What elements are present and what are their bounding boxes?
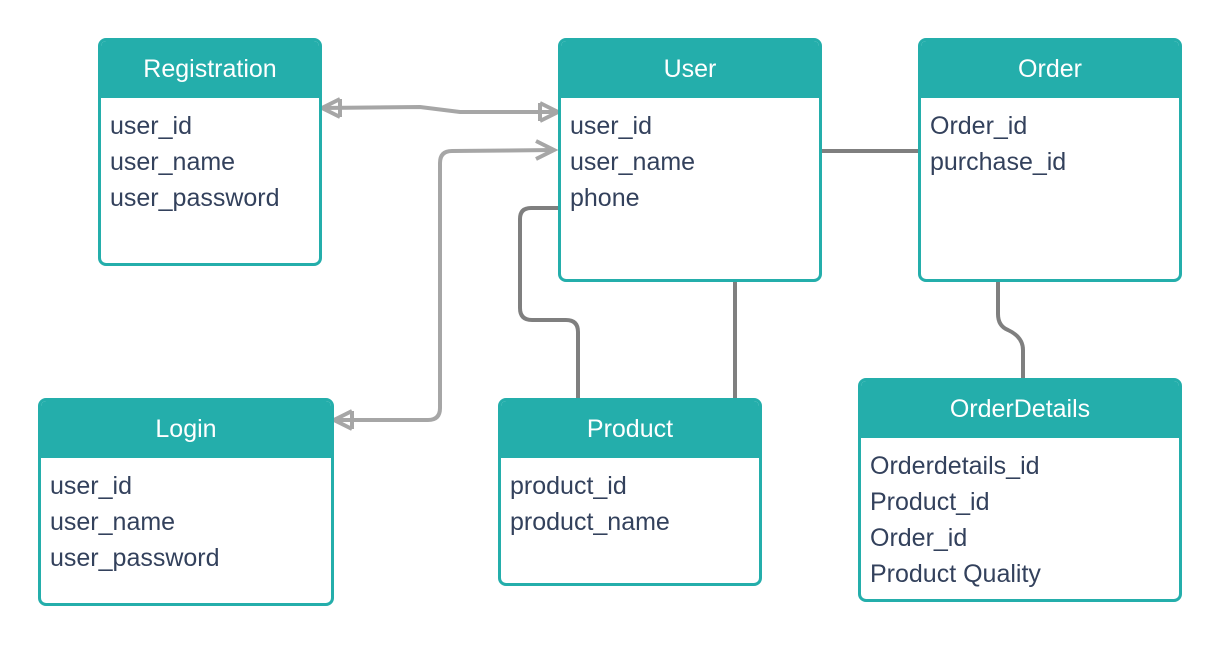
- entity-order: Order Order_id purchase_id: [918, 38, 1182, 282]
- entity-title: Product: [501, 401, 759, 458]
- crows-foot-login-end: [329, 409, 354, 431]
- crows-foot-user-end-2: [535, 139, 559, 161]
- field: user_name: [110, 148, 236, 176]
- field: user_id: [110, 112, 192, 140]
- entity-login: Login user_id user_name user_password: [38, 398, 334, 606]
- crows-foot-registration-end: [317, 97, 342, 119]
- field: user_password: [50, 544, 220, 572]
- connector-registration-user: [317, 97, 563, 123]
- entity-product: Product product_id product_name: [498, 398, 762, 586]
- field: user_name: [50, 508, 176, 536]
- field: user_id: [570, 112, 652, 140]
- field: purchase_id: [930, 148, 1067, 176]
- entity-title: Login: [41, 401, 331, 458]
- field: user_name: [570, 148, 696, 176]
- entity-title: Registration: [101, 41, 319, 98]
- field: user_password: [110, 184, 280, 212]
- field: user_id: [50, 472, 132, 500]
- field: Product_id: [870, 488, 990, 516]
- entity-title: Order: [921, 41, 1179, 98]
- connector-login-user: [329, 139, 559, 431]
- field: product_name: [510, 508, 670, 536]
- entity-title: User: [561, 41, 819, 98]
- field: Orderdetails_id: [870, 452, 1040, 480]
- entity-orderdetails: OrderDetails Orderdetails_id Product_id …: [858, 378, 1182, 602]
- connector-order-orderdetails: [996, 282, 1025, 378]
- connector-user-product: [518, 206, 580, 398]
- field: phone: [570, 184, 640, 212]
- entity-title: OrderDetails: [861, 381, 1179, 438]
- field: Order_id: [930, 112, 1028, 140]
- field: Order_id: [870, 524, 968, 552]
- entity-registration: Registration user_id user_name user_pass…: [98, 38, 322, 266]
- field: product_id: [510, 472, 627, 500]
- entity-user: User user_id user_name phone: [558, 38, 822, 282]
- field: Product Quality: [870, 560, 1041, 588]
